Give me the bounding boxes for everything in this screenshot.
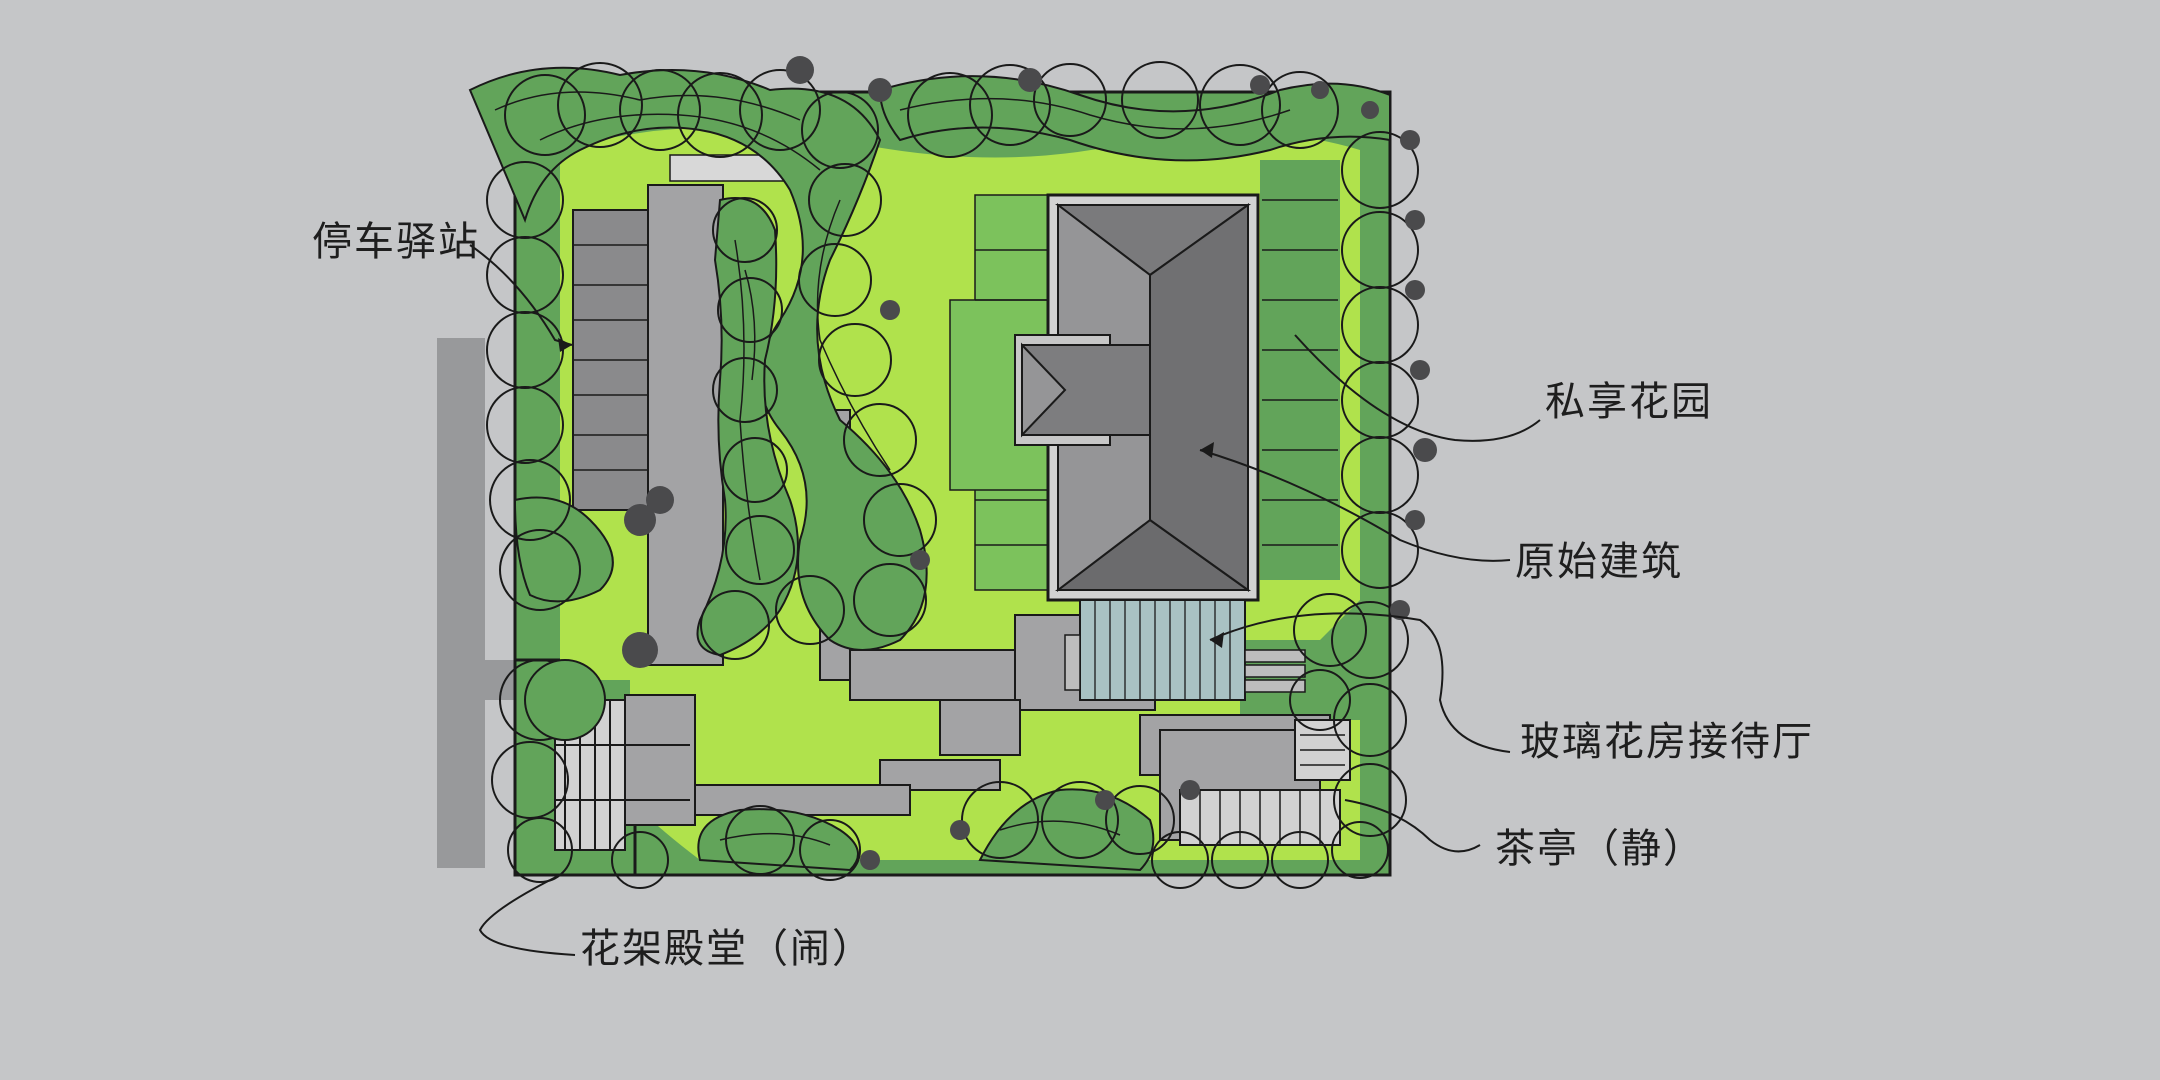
shrub-contours <box>494 91 1291 846</box>
leader-lines <box>469 244 1541 956</box>
label-original-building: 原始建筑 <box>1515 539 1683 585</box>
label-trellis-hall: 花架殿堂（闹） <box>580 926 874 972</box>
tree-canopies <box>486 61 1419 889</box>
street <box>437 338 525 868</box>
tree-shadows <box>622 56 1437 870</box>
glass-reception <box>1064 599 1306 701</box>
label-parking-station: 停车驿站 <box>312 219 480 265</box>
original-building <box>1014 193 1260 602</box>
parking-lot <box>572 154 829 666</box>
tea-pavilion <box>1179 719 1351 846</box>
private-garden-lawn <box>949 194 1051 591</box>
label-private-garden: 私享花园 <box>1545 379 1713 425</box>
label-tea-pavilion: 茶亭（静） <box>1495 826 1705 872</box>
specimen-tree <box>524 659 606 741</box>
east-meadow <box>1260 160 1340 580</box>
arrow-heads <box>558 338 1224 648</box>
label-glass-reception: 玻璃花房接待厅 <box>1520 719 1814 765</box>
